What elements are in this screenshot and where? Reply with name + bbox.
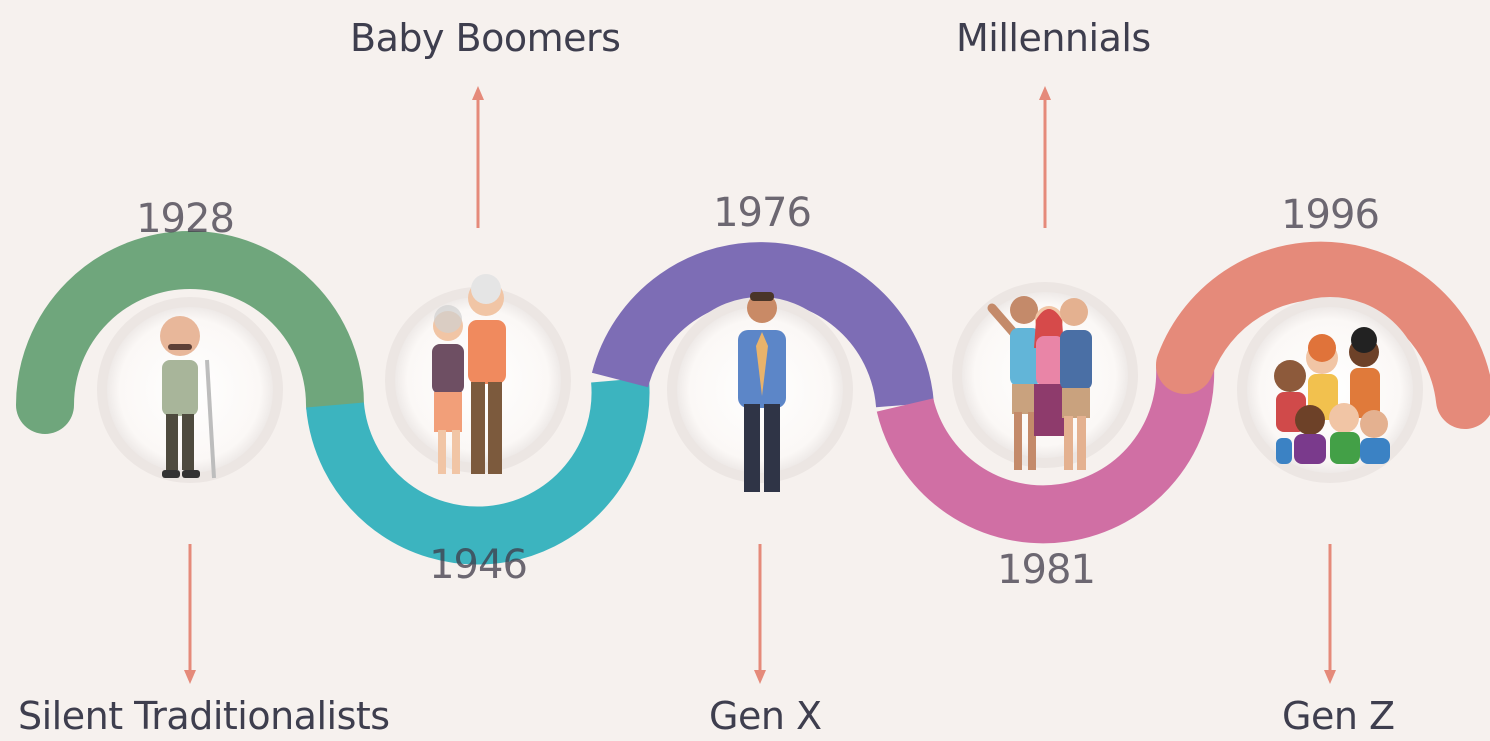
wave-segment-1976 <box>591 242 934 408</box>
label-gen-z: Gen Z <box>1282 694 1395 738</box>
label-baby-boomers: Baby Boomers <box>350 16 621 60</box>
arrow-gen-z <box>1324 544 1336 684</box>
wave-segment-1996 <box>1156 241 1490 429</box>
year-1928: 1928 <box>136 196 234 242</box>
arrow-millennials <box>1039 86 1051 228</box>
wave-segment-1928 <box>16 231 364 434</box>
elderly-man-icon <box>160 316 216 479</box>
label-gen-x: Gen X <box>709 694 822 738</box>
children-group-icon <box>1274 327 1390 464</box>
year-1976: 1976 <box>713 190 811 236</box>
year-1946: 1946 <box>429 542 527 588</box>
friends-group-icon <box>987 296 1092 470</box>
businessman-icon <box>738 292 786 492</box>
wave-segment-1981 <box>876 363 1215 544</box>
wave-segment-1946 <box>306 377 650 565</box>
arrow-silent-traditionalists <box>184 544 196 684</box>
label-silent-traditionalists: Silent Traditionalists <box>18 694 390 738</box>
year-1996: 1996 <box>1281 192 1379 238</box>
year-1981: 1981 <box>997 547 1095 593</box>
arrow-baby-boomers <box>472 86 484 228</box>
label-millennials: Millennials <box>956 16 1151 60</box>
arrow-gen-x <box>754 544 766 684</box>
elderly-couple-icon <box>432 274 506 474</box>
